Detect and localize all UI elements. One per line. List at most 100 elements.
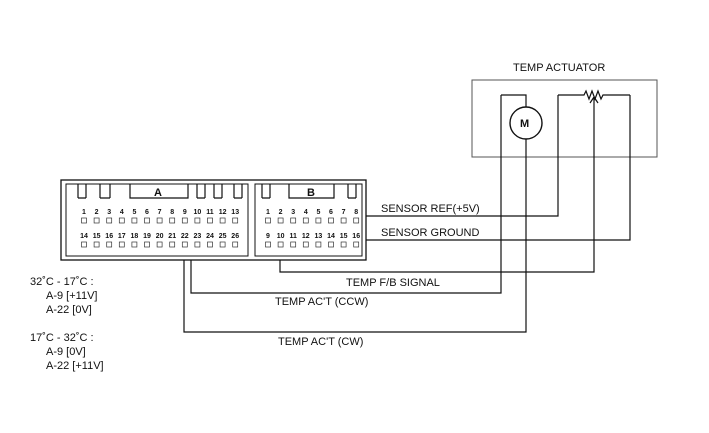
pin-terminal [106,241,113,248]
pin-terminal [219,241,226,248]
pin-terminal [169,217,176,224]
note-range: 17˚C - 32˚C : [30,332,94,344]
pin-label: 11 [206,209,214,216]
label-temp-ccw: TEMP AC'T (CCW) [275,296,368,308]
pin-label: 4 [304,209,308,216]
pin-terminal [207,217,213,224]
pin-label: 25 [219,233,227,240]
actuator-title: TEMP ACTUATOR [513,62,605,74]
pin-label: 10 [277,233,285,240]
pin-label: 20 [156,233,164,240]
pin-label: 18 [131,233,139,240]
pin-label: 24 [206,233,214,240]
pin-terminal [118,217,125,224]
pin-terminal [194,217,201,224]
pin-terminal [277,241,284,248]
connector-a-label: A [154,187,162,199]
note-line: A-22 [0V] [46,304,92,316]
label-temp-cw: TEMP AC'T (CW) [278,336,363,348]
note-group-cooling: 32˚C - 17˚C : A-9 [+11V] A-22 [0V] [30,275,104,317]
pin-label: 13 [315,233,323,240]
pin-label: 23 [194,233,202,240]
pin-label: 15 [93,233,101,240]
pin-terminal [169,241,176,248]
pin-label: 12 [219,209,227,216]
pin-label: 3 [107,209,111,216]
label-sensor-ground: SENSOR GROUND [381,227,479,239]
pin-terminal [131,241,138,248]
pin-label: 3 [291,209,295,216]
pin-terminal [93,241,100,248]
pin-label: 12 [302,233,310,240]
pin-label: 11 [289,233,297,240]
pin-label: 7 [158,209,162,216]
label-temp-fb: TEMP F/B SIGNAL [346,277,440,289]
pin-label: 5 [316,209,320,216]
voltage-notes: 32˚C - 17˚C : A-9 [+11V] A-22 [0V] 17˚C … [30,275,104,387]
pin-terminal [353,217,360,224]
pin-terminal [290,241,297,248]
pin-terminal [290,217,297,224]
motor-icon: M [509,106,543,140]
pin-terminal [328,217,334,224]
potentiometer-icon [558,89,630,101]
pin-label: 6 [145,209,149,216]
actuator-housing [471,79,658,158]
label-sensor-ref: SENSOR REF(+5V) [381,203,480,215]
pin-label: 16 [352,233,360,240]
wire-temp-ccw [190,95,502,294]
pin-terminal [340,241,347,248]
pin-terminal [181,217,188,224]
pin-terminal [93,217,100,224]
pin-terminal [207,241,213,248]
pin-terminal [144,241,150,248]
pin-terminal [302,241,309,248]
wiper-arrow-icon [589,95,599,104]
pin-label: 21 [168,233,176,240]
pin-terminal [81,241,87,248]
pin-terminal [315,217,322,224]
pin-terminal [131,217,138,224]
pin-terminal [106,217,113,224]
pin-label: 2 [95,209,99,216]
note-range: 32˚C - 17˚C : [30,276,94,288]
pin-label: 19 [143,233,151,240]
pin-terminal [81,217,87,224]
pin-terminal [353,241,360,248]
pin-label: 14 [80,233,88,240]
pin-terminal [265,241,271,248]
wire-sensor-ref [356,95,559,217]
pin-terminal [156,241,163,248]
pin-label: 6 [329,209,333,216]
pin-terminal [265,217,271,224]
pin-label: 13 [231,209,239,216]
pin-label: 16 [105,233,113,240]
pin-terminal [144,217,150,224]
pin-label: 22 [181,233,189,240]
pin-terminal [328,241,334,248]
pin-label: 10 [194,209,202,216]
pin-label: 1 [266,209,270,216]
pin-terminal [232,217,239,224]
note-line: A-22 [+11V] [46,360,104,372]
wire-sensor-ground [356,95,631,241]
pin-label: 4 [120,209,124,216]
pin-terminal [118,241,125,248]
pin-terminal [340,217,347,224]
motor-symbol: M [520,118,529,130]
pin-label: 8 [170,209,174,216]
pin-label: 2 [279,209,283,216]
pin-label: 26 [231,233,239,240]
pin-label: 1 [82,209,86,216]
pin-terminal [315,241,322,248]
pin-label: 9 [266,233,270,240]
wire-temp-cw [183,139,527,333]
pin-label: 8 [354,209,358,216]
pin-label: 14 [327,233,335,240]
connector-b-label: B [307,187,315,199]
pin-terminal [219,217,226,224]
note-group-heating: 17˚C - 32˚C : A-9 [0V] A-22 [+11V] [30,331,104,373]
pin-terminal [181,241,188,248]
pin-label: 15 [340,233,348,240]
